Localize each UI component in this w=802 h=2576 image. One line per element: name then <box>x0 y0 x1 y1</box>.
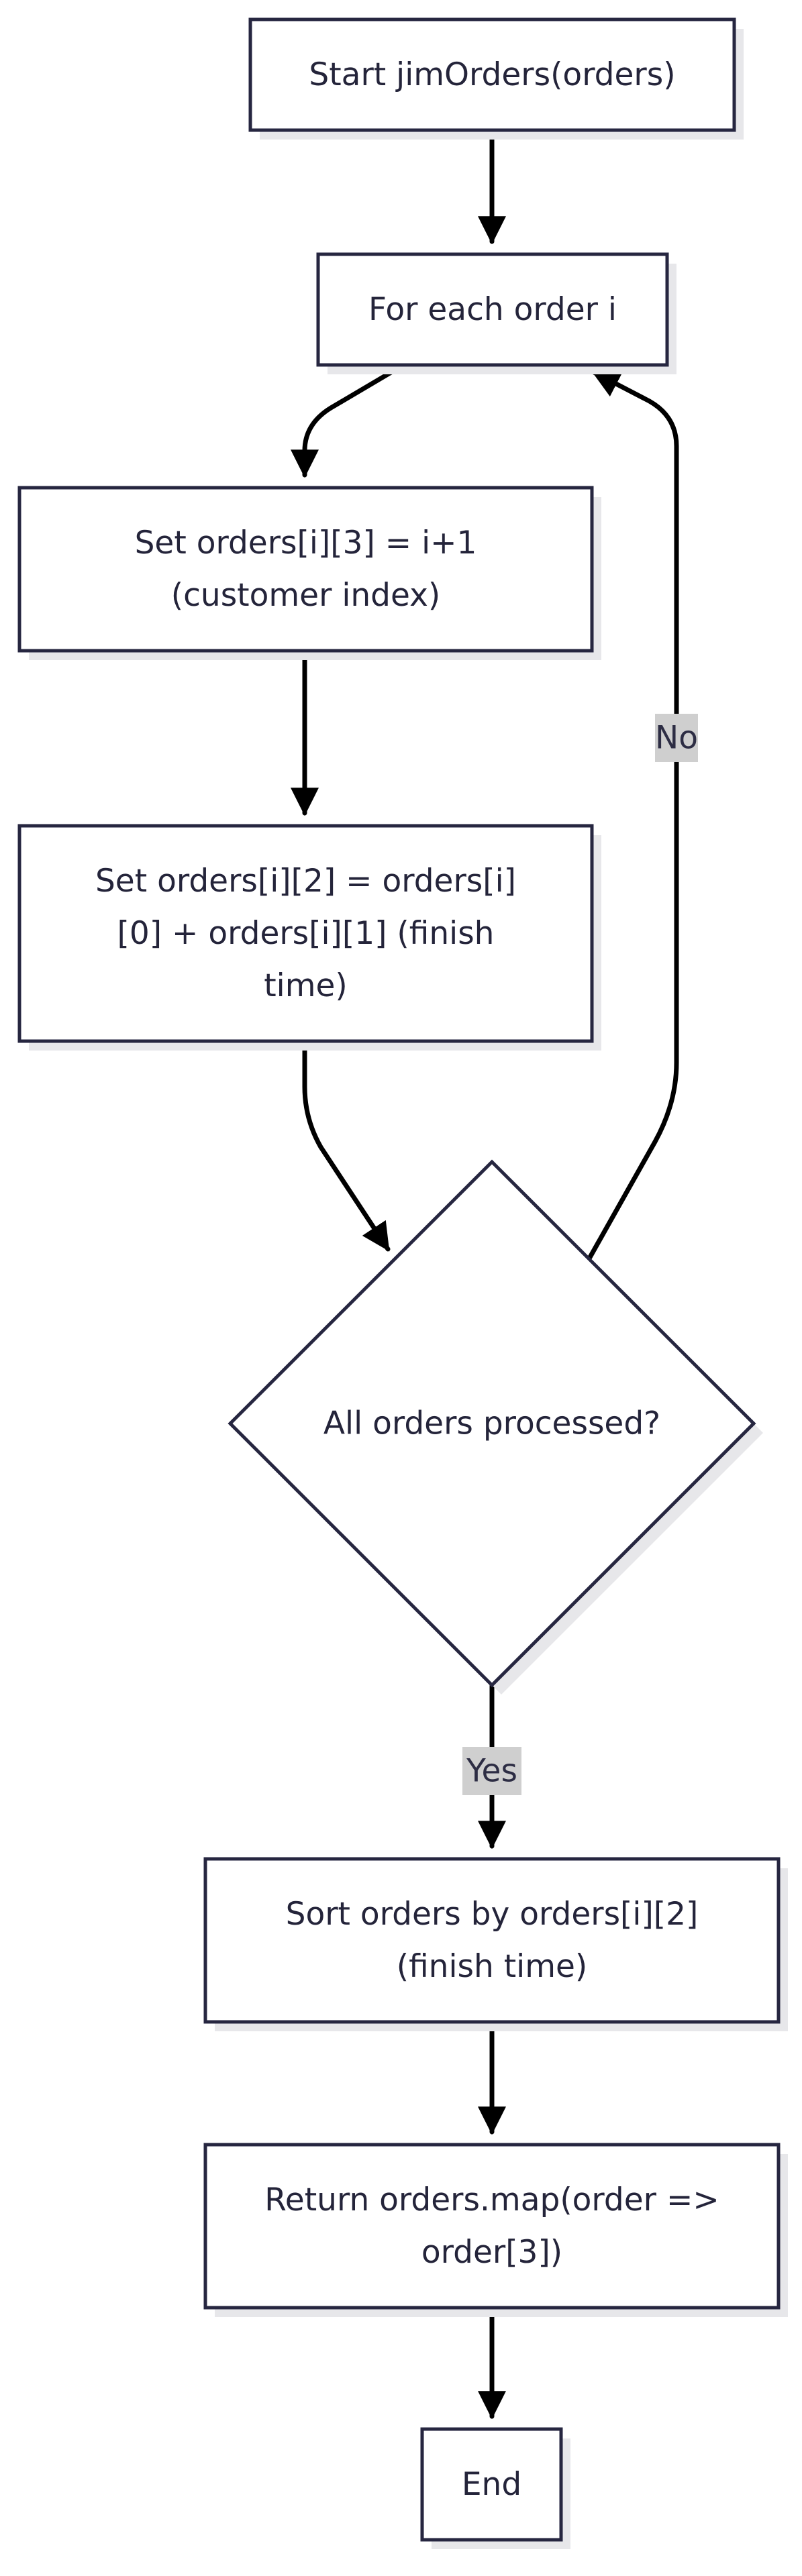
node-label: order[3]) <box>421 2234 562 2271</box>
node-label: End <box>462 2466 521 2503</box>
node-loop: For each order i <box>316 252 676 374</box>
edge-check-to-loop <box>587 370 679 1261</box>
edge-loop-to-set-index <box>291 364 404 478</box>
process-box <box>17 486 594 653</box>
node-label: (customer index) <box>171 577 441 614</box>
node-start: Start jimOrders(orders) <box>248 17 744 140</box>
node-label: Sort orders by orders[i][2] <box>286 1896 699 1933</box>
process-box <box>248 17 736 132</box>
process-box <box>203 1857 781 2024</box>
nodes-layer: Start jimOrders(orders) For each order i S… <box>17 17 788 2549</box>
edge-label-background <box>462 1747 521 1795</box>
process-box <box>316 252 669 367</box>
node-set-finish: Set orders[i][2] = orders[i] [0] + orders… <box>17 824 601 1051</box>
node-label: All orders processed? <box>323 1405 660 1442</box>
process-box <box>203 2143 781 2310</box>
decision-diamond <box>228 1159 756 1688</box>
node-end: End <box>420 2427 570 2549</box>
process-box <box>420 2427 563 2542</box>
process-box <box>17 824 594 1043</box>
node-sort: Sort orders by orders[i][2] (finish time) <box>203 1857 788 2031</box>
node-set-index: Set orders[i][3] = i+1 (customer index) <box>17 486 601 660</box>
node-label: time) <box>264 967 348 1004</box>
node-label: Set orders[i][3] = i+1 <box>135 525 477 561</box>
node-label: (finish time) <box>397 1948 588 1985</box>
edge-label-yes: Yes <box>462 1747 521 1795</box>
node-label: [0] + orders[i][1] (finish <box>117 915 495 952</box>
edge-label-text: No <box>655 720 698 757</box>
node-label: Start jimOrders(orders) <box>309 56 675 93</box>
node-label: Set orders[i][2] = orders[i] <box>95 863 516 900</box>
node-return: Return orders.map(order => order[3]) <box>203 2143 788 2317</box>
edge-set-finish-to-check <box>302 1038 391 1252</box>
node-label: Return orders.map(order => <box>264 2182 719 2218</box>
edge-label-background <box>655 714 698 762</box>
edge-label-no: No <box>655 714 698 762</box>
edge-label-text: Yes <box>466 1753 517 1790</box>
node-label: For each order i <box>368 291 617 328</box>
node-check: All orders processed? <box>228 1159 763 1695</box>
